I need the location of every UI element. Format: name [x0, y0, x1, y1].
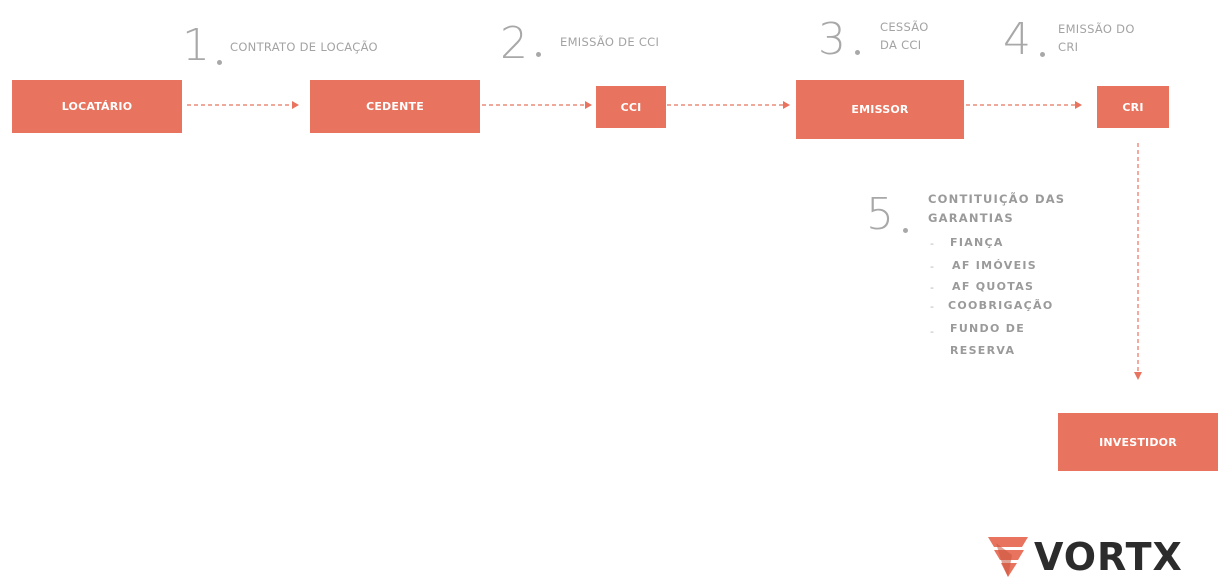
arrowhead-3	[783, 101, 790, 109]
step-2-number: 2	[500, 18, 528, 69]
step-2-label: EMISSÃO DE CCI	[560, 35, 660, 49]
step-3-dot	[855, 50, 860, 55]
guarantee-dash: -	[930, 281, 934, 294]
guarantee-item: AF IMÓVEIS	[952, 259, 1037, 272]
arrowhead-2	[585, 101, 592, 109]
node-cedente: CEDENTE	[310, 80, 480, 133]
arrowhead-1	[292, 101, 299, 109]
step-1-dot	[217, 60, 222, 65]
node-emissor: EMISSOR	[796, 80, 964, 139]
step-4-number: 4	[1003, 14, 1031, 65]
guarantee-item: AF QUOTAS	[952, 280, 1035, 293]
guarantee-dash: -	[930, 300, 934, 313]
vortx-logo-text: VORTX	[1034, 535, 1183, 579]
vortx-flame-icon	[988, 537, 1028, 577]
step-1-number: 1	[182, 20, 210, 71]
node-cri: CRI	[1097, 86, 1169, 128]
step-5-number: 5	[866, 189, 894, 240]
step-1-label: CONTRATO DE LOCAÇÃO	[230, 40, 378, 54]
node-cci: CCI	[596, 86, 666, 128]
step-3-number: 3	[818, 14, 846, 65]
guarantee-dash: -	[930, 325, 934, 338]
guarantee-dash: -	[930, 237, 934, 250]
guarantee-item: FUNDO DE	[950, 322, 1026, 335]
step-5-label-line2: GARANTIAS	[928, 211, 1014, 225]
step-3-label-line2: DA CCI	[880, 38, 922, 52]
step-5-label-line1: CONTITUIÇÃO DAS	[928, 192, 1066, 206]
node-investidor: INVESTIDOR	[1058, 413, 1218, 471]
step-4-dot	[1040, 52, 1045, 57]
step-4-label-line2: CRI	[1058, 40, 1079, 54]
arrowhead-5	[1134, 372, 1142, 380]
node-locatario: LOCATÁRIO	[12, 80, 182, 133]
step-4-label-line1: EMISSÃO DO	[1058, 22, 1135, 36]
guarantee-dash: -	[930, 260, 934, 273]
guarantee-item: COOBRIGAÇÃO	[948, 299, 1054, 312]
guarantee-item: FIANÇA	[950, 236, 1004, 249]
guarantee-item: RESERVA	[950, 344, 1016, 357]
arrowhead-4	[1075, 101, 1082, 109]
step-2-dot	[536, 52, 541, 57]
step-5-dot	[903, 228, 908, 233]
step-3-label-line1: CESSÃO	[880, 20, 929, 34]
